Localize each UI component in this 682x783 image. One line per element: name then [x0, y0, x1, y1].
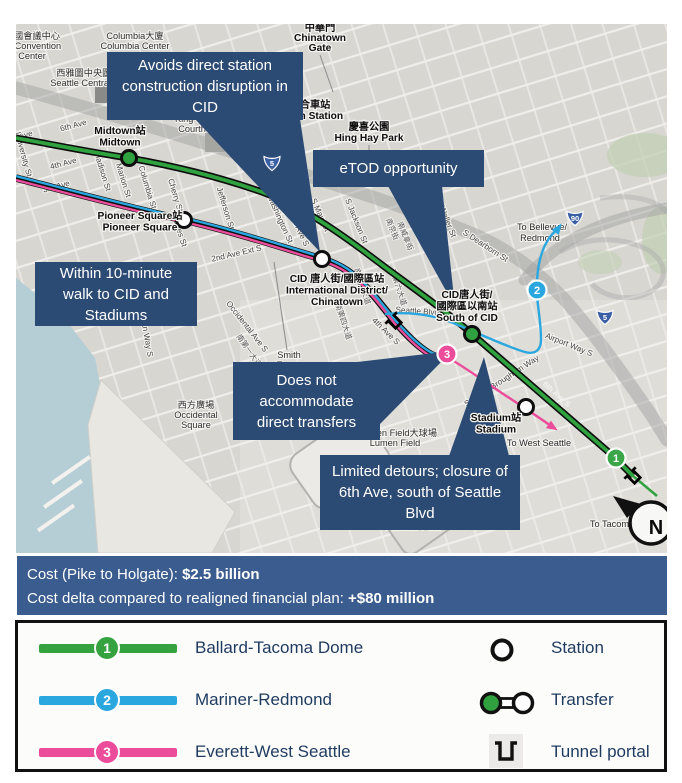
line-badge-2 [526, 279, 548, 301]
station-label: Pioneer Square [103, 223, 178, 234]
map-label: le Convention [16, 41, 61, 51]
station-label: Stadium站 [471, 411, 521, 424]
map-label: To Tacoma [590, 519, 635, 529]
map-label: Center [18, 51, 46, 61]
interstate-90-shield-icon: 90 [566, 210, 584, 227]
station-label: Stadium [476, 425, 516, 436]
callout-pointer-limited-detours [449, 357, 509, 456]
legend-badge-3: 3 [94, 739, 120, 765]
map-label: Columbia大廈 [106, 30, 163, 41]
line-everett-west-seattle-surface [446, 355, 552, 427]
station-icon [490, 638, 514, 662]
cost-line-1: Cost (Pike to Holgate): $2.5 billion [27, 563, 667, 587]
line-badge-number: 1 [613, 453, 619, 465]
arrow-to-bellevue [551, 223, 562, 236]
station-label: CID唐人街/ [442, 288, 493, 301]
interstate-5-shield-icon: 5 [263, 155, 281, 172]
cost-delta-label: Cost delta compared to realigned financi… [27, 590, 349, 607]
legend-label-tunnel-portal: Tunnel portal [551, 742, 650, 761]
freeway-i5 [9, 81, 674, 447]
svg-text:90: 90 [571, 214, 579, 223]
park-area [607, 133, 682, 177]
transfer-icon [479, 691, 535, 715]
legend-label-mariner-redmond: Mariner-Redmond [195, 690, 332, 709]
tunnel-portal-icon [384, 311, 404, 331]
callout-avoids-disruption: Avoids direct station construction disru… [107, 52, 303, 120]
station-label: Midtown [99, 138, 140, 149]
transfer-station-marker [120, 149, 138, 167]
map-label: Smith [277, 350, 301, 360]
map-background [9, 24, 682, 555]
pier [51, 455, 91, 485]
callout-within-walk: Within 10-minute walk to CID and Stadium… [35, 262, 197, 326]
svg-text:5: 5 [270, 159, 274, 168]
line-everett-west-seattle [15, 178, 448, 362]
legend-label-everett-west-seattle: Everett-West Seattle [195, 742, 351, 761]
legend-panel: 1 Ballard-Tacoma Dome 2 Mariner-Redmond … [15, 620, 667, 772]
station-label: 國際區以南站 [436, 300, 497, 313]
svg-text:5: 5 [603, 313, 607, 322]
station-label: Chinatown [311, 297, 363, 308]
compass-n-label: N [649, 517, 663, 539]
station-label: Pioneer Square站 [98, 209, 183, 222]
legend-badge-1: 1 [94, 635, 120, 661]
callout-no-direct-transfers: Does not accommodate direct transfers [233, 362, 380, 440]
line-badge-1 [605, 447, 627, 469]
line-badge-number: 2 [534, 285, 540, 297]
station-label: International District/ [286, 286, 388, 297]
line-mariner-redmond-surface [384, 229, 558, 354]
map-label: Lumen Field [370, 438, 421, 448]
interstate-5-shield-icon: 5 [596, 309, 614, 326]
station-label: CID 唐人街/國際區站 [290, 272, 385, 285]
map-label: Hing Hay Park [334, 133, 403, 144]
station-marker [517, 398, 535, 416]
cost-delta-value: +$80 million [348, 590, 435, 607]
map-label: 中華門 [305, 24, 336, 34]
map-label: 慶喜公園 [349, 120, 390, 133]
legend-badge-2: 2 [94, 687, 120, 713]
map-label: Square [181, 420, 211, 430]
callout-etod-opportunity: eTOD opportunity [313, 150, 484, 187]
callout-pointer-etod [388, 186, 455, 307]
north-arrow-icon [613, 496, 641, 518]
line-shared-casing [15, 174, 448, 362]
transfer-station-marker [463, 325, 481, 343]
legend-label-transfer: Transfer [551, 690, 614, 709]
station-label: Midtown站 [94, 124, 146, 137]
map-label: 西方廣場 [178, 399, 215, 410]
map-label: 國會議中心 [16, 30, 60, 41]
station-label: South of CID [436, 313, 498, 324]
water-elliott-bay [16, 278, 103, 553]
tunnel-portal-legend-icon [489, 734, 523, 768]
tunnel-portal-icon [623, 466, 643, 486]
map-label: Occidental [174, 410, 217, 420]
arrow-to-west-seattle [546, 420, 558, 431]
callout-limited-detours: Limited detours; closure of 6th Ave, sou… [320, 455, 520, 530]
cost-label: Cost (Pike to Holgate): [27, 566, 183, 583]
cost-line-2: Cost delta compared to realigned financi… [27, 587, 667, 611]
cost-value: $2.5 billion [182, 566, 260, 583]
callout-pointer-avoids [195, 119, 320, 252]
map-label: Gate [309, 43, 332, 54]
map-label: Columbia Center [101, 41, 170, 51]
station-marker [313, 250, 331, 268]
line-badge-3 [436, 343, 458, 365]
freeway-ramp [558, 237, 666, 301]
legend-label-station: Station [551, 638, 604, 657]
line-badge-number: 3 [444, 349, 450, 361]
leader-line [319, 54, 334, 93]
line-mariner-redmond [15, 174, 448, 358]
map-label: Chinatown [294, 33, 346, 44]
legend-label-ballard-tacoma: Ballard-Tacoma Dome [195, 638, 364, 657]
map-label: Redmond [520, 233, 560, 243]
station-marker [175, 211, 193, 229]
map-label: To West Seattle [507, 438, 571, 448]
cost-panel: Cost (Pike to Holgate): $2.5 billion Cos… [17, 556, 667, 615]
